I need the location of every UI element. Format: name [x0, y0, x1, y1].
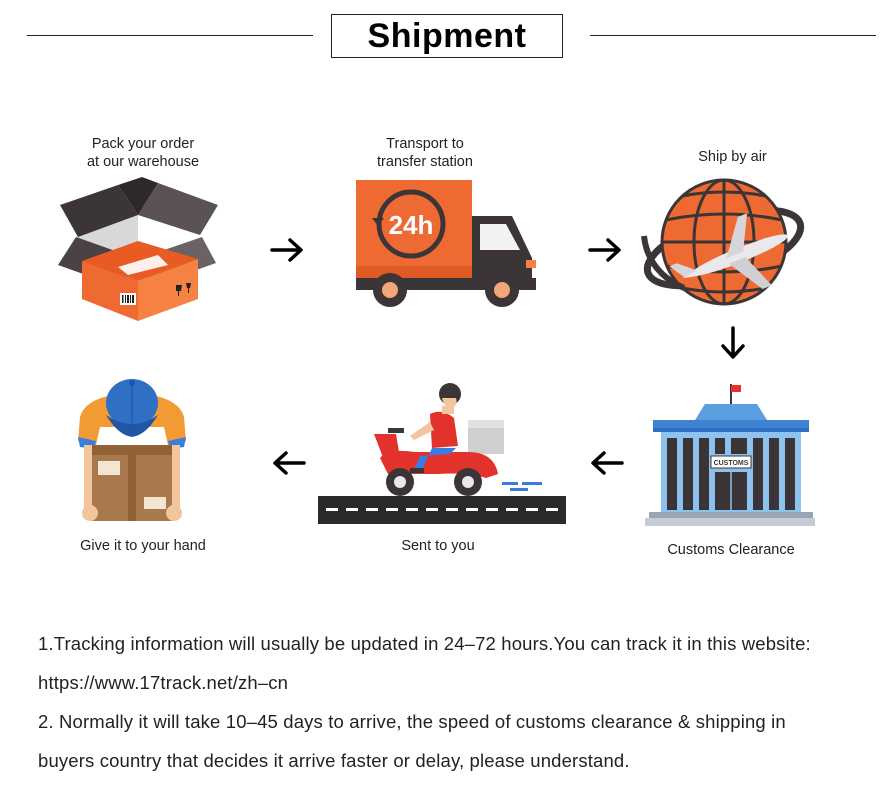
- truck-badge: 24h: [389, 210, 434, 240]
- step-label-sent: Sent to you: [348, 537, 528, 555]
- step-label-line: Sent to you: [401, 538, 475, 554]
- step-label-line: Transport to: [386, 136, 464, 152]
- header-rule-left: [27, 35, 313, 36]
- step-label-line: Customs Clearance: [667, 542, 795, 558]
- page-title: Shipment: [367, 16, 527, 55]
- note-line: 1.Tracking information will usually be u…: [38, 633, 811, 654]
- globe-airplane-icon: [641, 178, 805, 306]
- arrow-left-icon: [591, 451, 624, 475]
- step-label-line: at our warehouse: [86, 154, 200, 170]
- step-label-hand: Give it to your hand: [48, 537, 238, 555]
- person-holding-box-icon: [78, 379, 186, 521]
- note-line: 2. Normally it will take 10–45 days to a…: [38, 711, 786, 732]
- step-label-line: Give it to your hand: [80, 538, 206, 554]
- step-label-customs: Customs Clearance: [636, 541, 826, 559]
- arrow-left-icon: [273, 451, 306, 475]
- step-label-line: Pack your order: [91, 136, 195, 152]
- note-line: https://www.17track.net/zh–cn: [38, 672, 289, 693]
- title-box: Shipment: [331, 14, 563, 58]
- arrow-down-icon: [721, 326, 745, 359]
- step-label-pack: Pack your order at our warehouse: [48, 135, 238, 171]
- scooter-courier-icon: [318, 383, 566, 524]
- arrow-right-icon: [588, 238, 621, 262]
- step-label-air: Ship by air: [640, 148, 825, 166]
- customs-sign: CUSTOMS: [714, 460, 749, 467]
- arrow-right-icon: [270, 238, 303, 262]
- note-line: buyers country that decides it arrive fa…: [38, 750, 630, 771]
- header-rule-right: [590, 35, 876, 36]
- step-label-transport: Transport to transfer station: [330, 135, 520, 171]
- customs-building-icon: CUSTOMS: [645, 384, 815, 526]
- package-box-icon: [58, 177, 218, 321]
- shipping-notes: 1.Tracking information will usually be u…: [38, 624, 868, 780]
- step-label-line: Ship by air: [698, 149, 767, 165]
- step-label-line: transfer station: [377, 154, 473, 170]
- delivery-truck-icon: 24h: [356, 180, 536, 307]
